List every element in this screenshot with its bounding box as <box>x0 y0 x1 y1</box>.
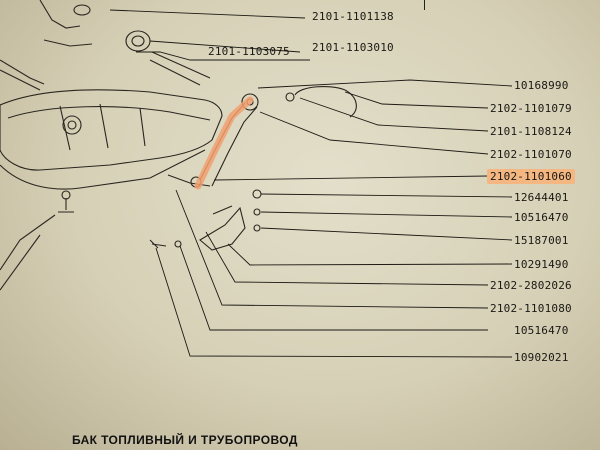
part-number-1: 2101-1101138 <box>312 10 394 23</box>
part-number-4: 10168990 <box>514 79 569 92</box>
part-number-11: 15187001 <box>514 234 569 247</box>
part-number-14: 2102-1101080 <box>490 302 572 315</box>
leader-p16 <box>155 247 513 358</box>
float-sensor <box>39 0 93 47</box>
leader-p6 <box>299 97 489 132</box>
leader-p8 <box>213 175 489 181</box>
filler-cap-inner <box>131 35 145 47</box>
leader-p14 <box>175 189 489 309</box>
part-number-13: 2102-2802026 <box>490 279 572 292</box>
sensor-nut <box>73 4 91 16</box>
part-number-12: 10291490 <box>514 258 569 271</box>
part-number-15: 10516470 <box>514 324 569 337</box>
part-number-16: 10902021 <box>514 351 569 364</box>
leader-p3 <box>136 51 310 61</box>
strap <box>0 59 45 91</box>
leader-p15 <box>179 245 488 331</box>
tank-sensor-port <box>62 115 82 135</box>
leader-p11 <box>260 227 513 241</box>
part-number-10: 10516470 <box>514 211 569 224</box>
leader-p5 <box>344 91 489 109</box>
leader-p7 <box>259 111 489 155</box>
leader-p13 <box>205 231 489 286</box>
part-number-8-highlighted: 2102-1101060 <box>487 169 575 184</box>
vent-hose <box>294 86 357 118</box>
part-number-5: 2102-1101079 <box>490 102 572 115</box>
tank-bottom <box>0 149 206 190</box>
part-number-7: 2102-1101070 <box>490 148 572 161</box>
part-number-9: 12644401 <box>514 191 569 204</box>
leader-p4 <box>257 79 513 89</box>
tank-outline <box>0 89 223 171</box>
leader-p1 <box>109 9 306 19</box>
mount-bracket <box>199 206 246 251</box>
filler-hose <box>149 51 211 86</box>
corner-table-edge <box>424 0 600 10</box>
bolt-10902021 <box>149 239 167 249</box>
part-number-6: 2101-1108124 <box>490 125 572 138</box>
part-number-2: 2101-1103075 <box>208 45 290 58</box>
leader-p12 <box>227 243 513 266</box>
leader-p10 <box>260 211 513 218</box>
leader-p9 <box>260 193 513 198</box>
part-number-3: 2101-1103010 <box>312 41 394 54</box>
fuel-tube-highlight <box>194 96 254 190</box>
filler-cap <box>125 30 151 52</box>
leader-p2 <box>149 40 301 53</box>
tank-ribs <box>59 103 146 151</box>
tank-top-seam <box>7 106 211 121</box>
figure-caption: БАК ТОПЛИВНЫЙ И ТРУБОПРОВОД <box>72 433 298 447</box>
